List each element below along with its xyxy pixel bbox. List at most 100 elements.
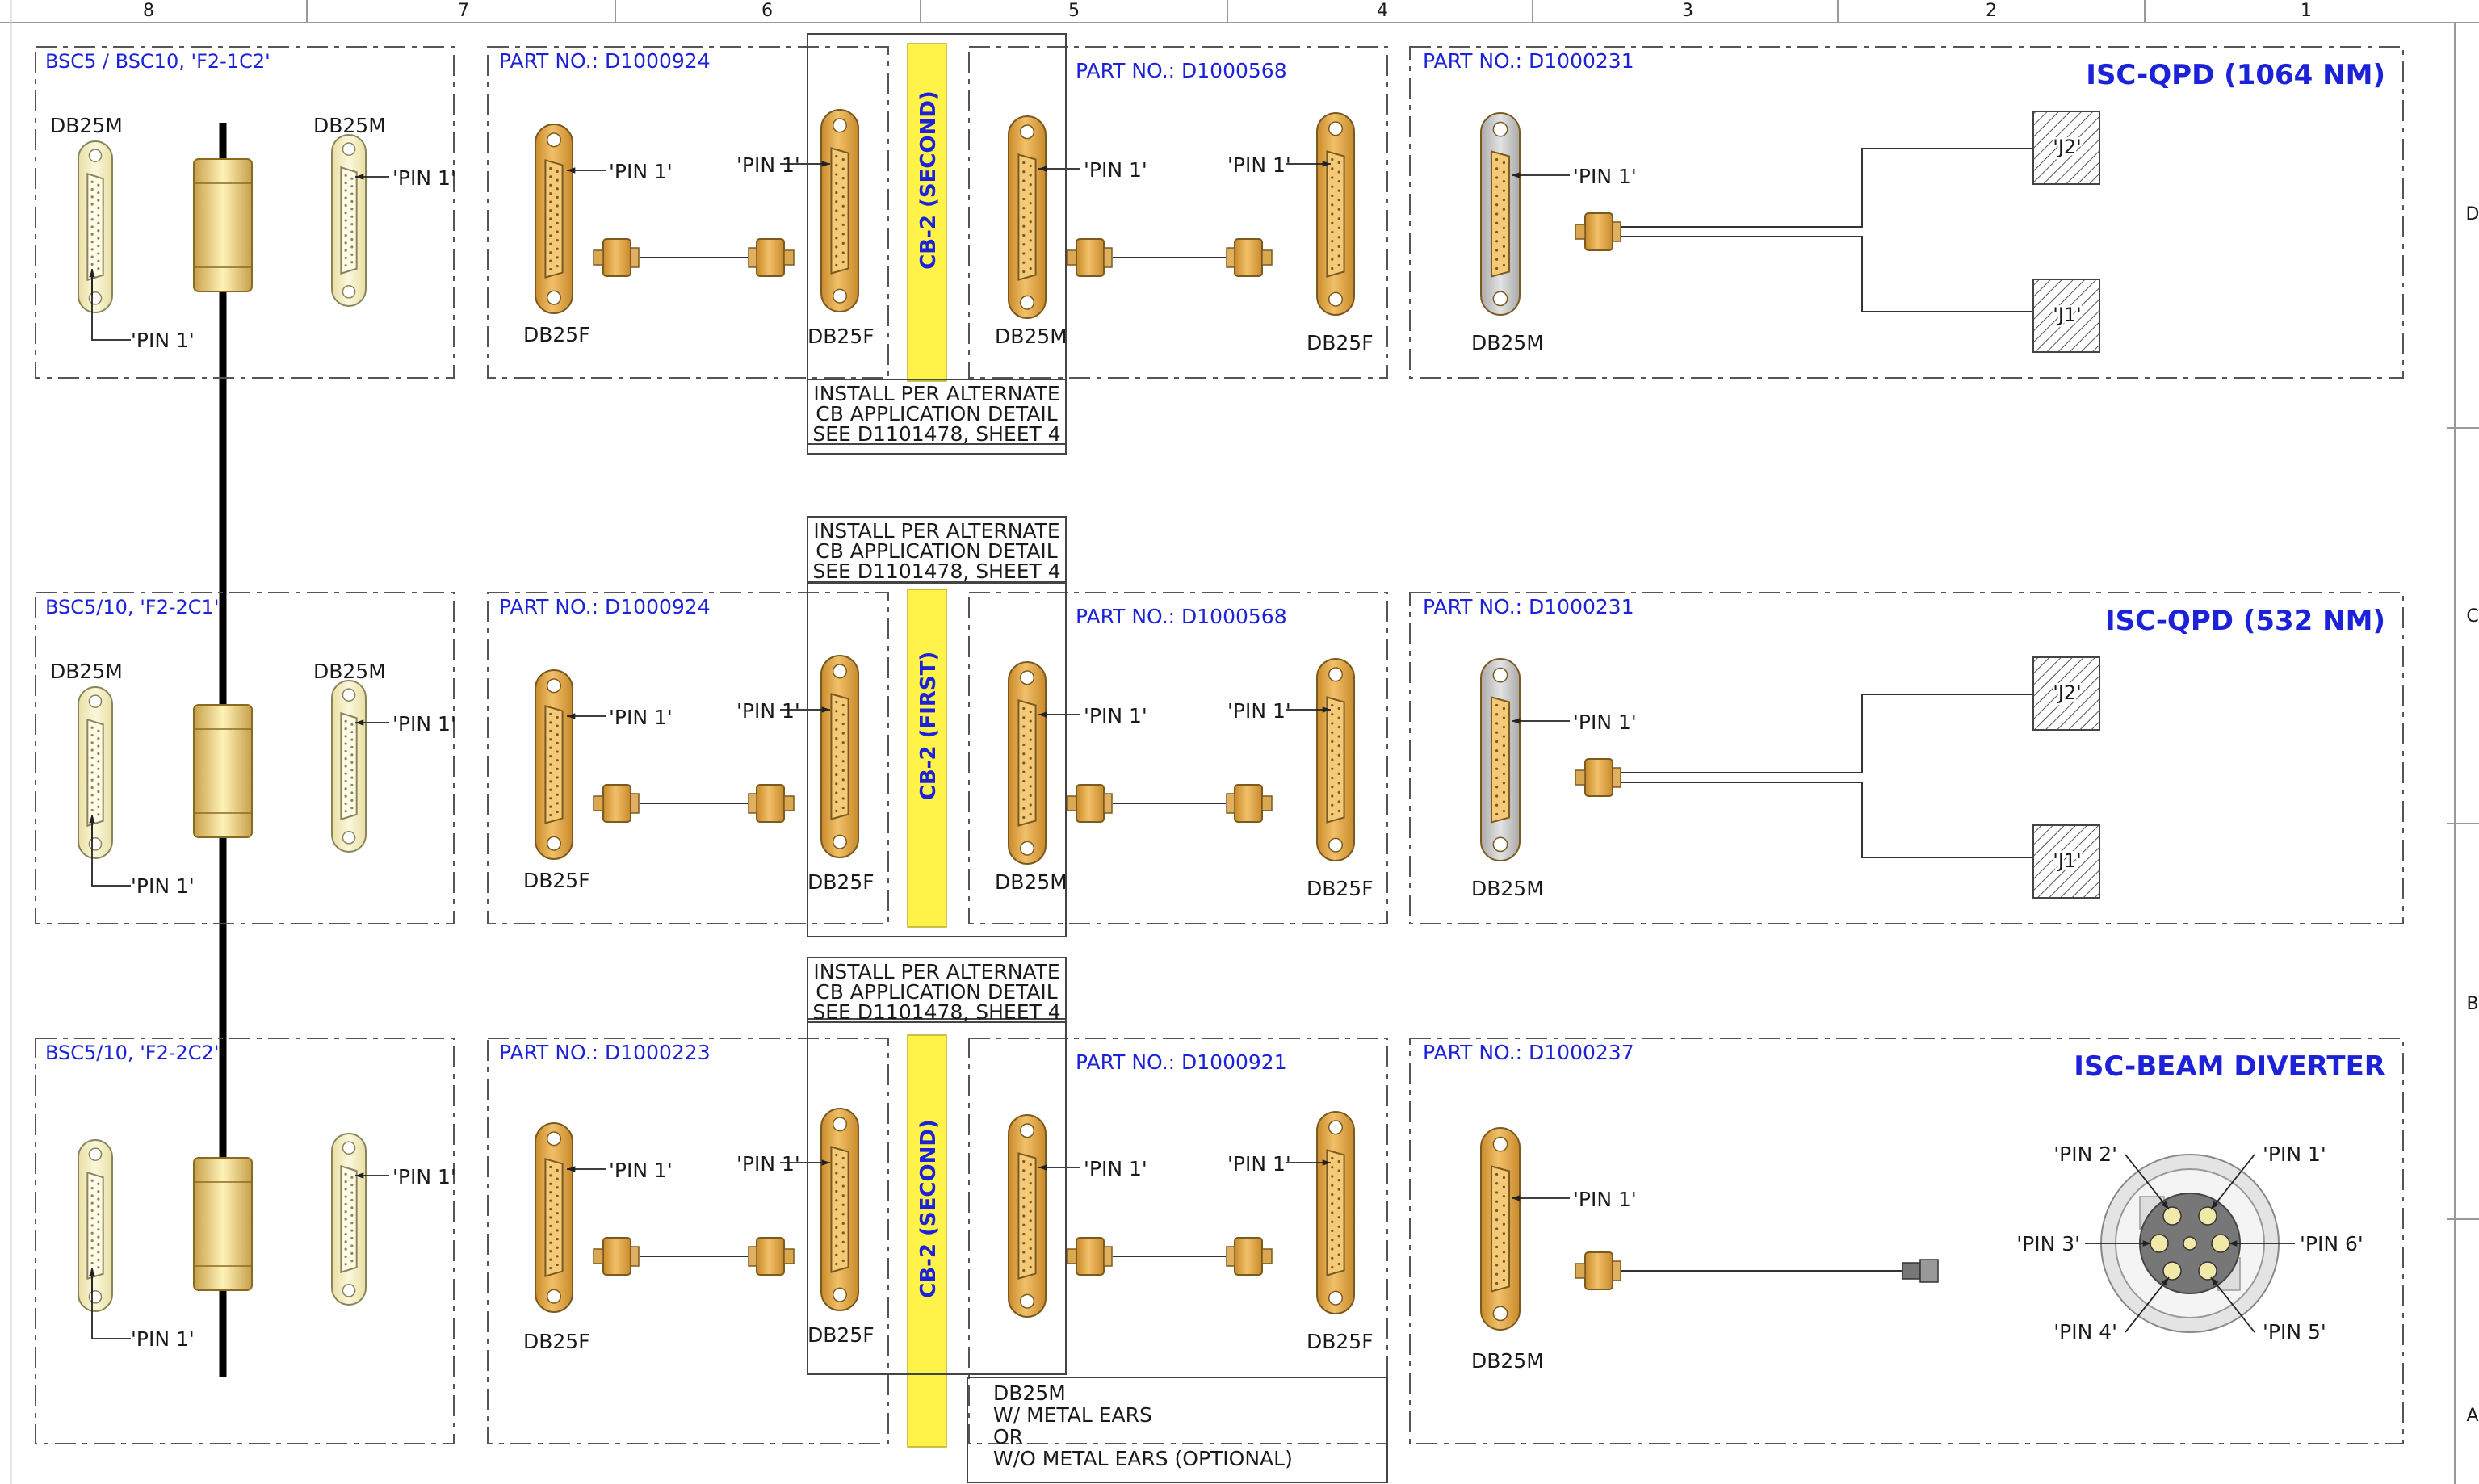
db25-connector-icon	[1480, 112, 1521, 316]
feedthrough-icon	[193, 1157, 253, 1291]
arrowhead-icon	[567, 1166, 576, 1172]
bottom-note-line: W/O METAL EARS (OPTIONAL)	[993, 1447, 1293, 1470]
db25-connector-icon	[78, 140, 113, 313]
arrowhead-icon	[1038, 1164, 1047, 1171]
part-number: PART NO.: D1000223	[499, 1041, 711, 1064]
arrowhead-icon	[1038, 166, 1047, 172]
feedthrough-icon	[193, 704, 253, 838]
cable-plug-icon	[1226, 784, 1273, 823]
cable-plug-icon	[593, 238, 640, 277]
cable-plug-icon	[1066, 1237, 1113, 1276]
connector-type-label: DB25M	[1471, 1349, 1544, 1373]
arrowhead-icon	[89, 269, 95, 278]
pin-label: 'PIN 1'	[1227, 699, 1291, 723]
connector-type-label: DB25F	[807, 325, 875, 348]
arrowhead-icon	[1512, 718, 1521, 724]
db25-connector-icon	[1008, 1114, 1047, 1318]
leader-line	[2125, 1276, 2170, 1333]
pin-label: 'PIN 1'	[1084, 158, 1147, 182]
part-b-box	[968, 592, 1388, 924]
part-number: PART NO.: D1000924	[499, 595, 711, 618]
db25-connector-icon	[820, 1108, 859, 1311]
db25-connector-icon	[1480, 1127, 1521, 1331]
arrowhead-icon	[89, 815, 95, 824]
cable-plug-icon	[1575, 212, 1621, 251]
pin-label: 'PIN 3'	[2016, 1232, 2080, 1256]
arrowhead-icon	[567, 167, 576, 174]
bsc-label: BSC5/10, 'F2-2C2'	[45, 1042, 219, 1064]
arrowhead-icon	[355, 1172, 364, 1179]
arrowhead-icon	[821, 1159, 830, 1166]
pin-label: 'PIN 1'	[392, 166, 456, 190]
cable-plug-icon	[593, 784, 640, 823]
section-title: ISC-BEAM DIVERTER	[2074, 1050, 2385, 1083]
install-note-line: SEE D1101478, SHEET 4	[812, 1000, 1060, 1024]
cable-line	[1621, 694, 2033, 773]
cable-plug-icon	[748, 1237, 795, 1276]
pin-label: 'PIN 2'	[2053, 1142, 2117, 1166]
connector-type-label: DB25F	[1307, 877, 1374, 900]
arrowhead-icon	[1512, 172, 1521, 178]
db25-connector-icon	[1008, 661, 1047, 865]
cb-frame	[807, 33, 1067, 455]
pin-label: 'PIN 1'	[1573, 1188, 1637, 1211]
cb-label: CB-2 (FIRST)	[917, 652, 941, 801]
arrowhead-icon	[567, 713, 576, 719]
pin-label: 'PIN 1'	[1573, 711, 1637, 734]
connector-type-label: DB25M	[995, 325, 1068, 348]
db25-connector-icon	[820, 655, 859, 858]
pin-label: 'PIN 1'	[736, 1152, 800, 1176]
cable-plug-icon	[1066, 784, 1113, 823]
cable-plug-icon	[748, 238, 795, 277]
column-label: 3	[1682, 1, 1693, 21]
cb-label: CB-2 (SECOND)	[917, 1119, 941, 1298]
arrowhead-icon	[1038, 711, 1047, 718]
pin-label: 'PIN 1'	[131, 1327, 195, 1351]
connector-type-label: DB25M	[995, 870, 1068, 894]
arrowhead-icon	[2211, 1277, 2219, 1286]
part-a-box	[487, 46, 889, 379]
bsc-label: BSC5 / BSC10, 'F2-1C2'	[45, 50, 271, 73]
section-title: ISC-QPD (1064 NM)	[2086, 59, 2385, 91]
db25-connector-icon	[820, 109, 859, 312]
part-c-box	[1409, 1038, 2404, 1444]
cb-label: CB-2 (SECOND)	[917, 90, 941, 270]
column-label: 5	[1068, 1, 1080, 21]
cable-plug-icon	[1226, 1237, 1273, 1276]
leader-line	[2125, 1154, 2170, 1210]
part-a-box	[487, 592, 889, 924]
arrowhead-icon	[2142, 1240, 2151, 1247]
pin-label: 'PIN 1'	[392, 1165, 456, 1188]
row-label: C	[2466, 606, 2478, 627]
connector-type-label: DB25F	[523, 323, 590, 346]
pin-label: 'PIN 1'	[1227, 1152, 1291, 1176]
jack-label: 'J1'	[2053, 304, 2082, 326]
pin-label: 'PIN 1'	[1227, 153, 1291, 177]
arrowhead-icon	[1322, 161, 1331, 167]
cable-plug-icon	[1066, 238, 1113, 277]
arrowhead-icon	[821, 706, 830, 713]
install-note-line: INSTALL PER ALTERNATE	[813, 382, 1059, 405]
cb-strip	[907, 589, 947, 928]
leader-line	[2210, 1276, 2255, 1333]
cable-plug-icon	[1226, 238, 1273, 277]
db25-connector-icon	[1316, 1111, 1355, 1314]
pin-label: 'PIN 1'	[609, 1159, 673, 1182]
part-number: PART NO.: D1000568	[1076, 59, 1287, 82]
cable-plug-icon	[748, 784, 795, 823]
pin-label: 'PIN 6'	[2300, 1232, 2364, 1256]
pin-label: 'PIN 1'	[392, 712, 456, 736]
part-a-box	[487, 1038, 889, 1444]
cb-frame	[807, 582, 1067, 937]
arrowhead-icon	[2161, 1201, 2169, 1209]
jack-label: 'J1'	[2053, 849, 2082, 872]
pin-label: 'PIN 1'	[131, 874, 195, 898]
row-label: B	[2466, 994, 2478, 1014]
bsc-box	[35, 46, 455, 379]
part-number: PART NO.: D1000231	[1423, 49, 1634, 73]
jack-label: 'J2'	[2053, 136, 2082, 158]
connector-type-label: DB25F	[523, 869, 590, 892]
circular-6pin-connector-icon: 'PIN 1''PIN 2''PIN 3''PIN 4''PIN 5''PIN …	[2016, 1142, 2364, 1344]
